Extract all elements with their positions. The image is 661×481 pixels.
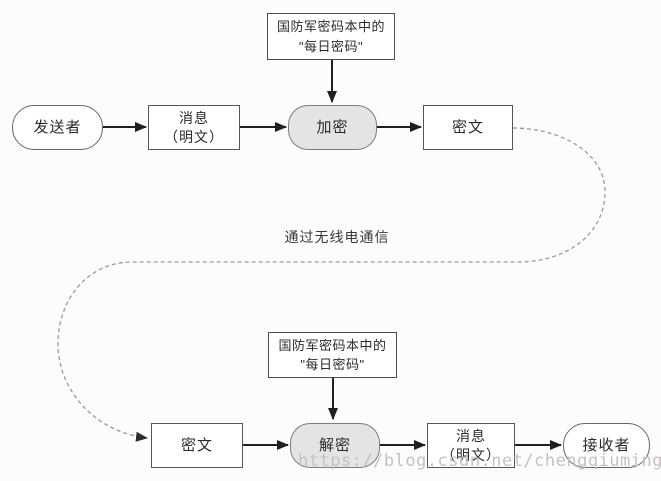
plaintext-message-node-top: 消息 （明文） [148, 105, 240, 150]
message-bottom-line2: （明文） [441, 446, 501, 463]
sender-node: 发送者 [12, 105, 103, 150]
ciphertext-label-bottom: 密文 [180, 436, 213, 454]
encrypt-label: 加密 [316, 118, 349, 136]
message-line2: （明文） [164, 128, 224, 145]
radio-transmission-dashed-path [57, 127, 606, 442]
receiver-label: 接收者 [582, 436, 631, 454]
receiver-node: 接收者 [563, 423, 650, 468]
csdn-watermark: https://blog.csdn.net/chengqiuming [298, 451, 661, 471]
sender-label: 发送者 [33, 118, 82, 136]
plaintext-message-node-bottom: 消息 （明文） [427, 423, 515, 468]
ciphertext-node-top: 密文 [423, 105, 513, 150]
ciphertext-label-top: 密文 [451, 118, 484, 136]
top-daily-key-line1: 国防军密码本中的 [276, 19, 385, 34]
decrypt-process-node: 解密 [290, 423, 380, 468]
bottom-daily-key-box: 国防军密码本中的 "每日密码" [268, 332, 397, 378]
bottom-daily-key-line2: "每日密码" [300, 357, 365, 372]
bottom-daily-key-line1: 国防军密码本中的 [278, 337, 387, 353]
message-bottom-line1: 消息 [456, 427, 486, 444]
radio-channel-label: 通过无线电通信 [284, 229, 390, 245]
top-daily-key-box: 国防军密码本中的 "每日密码" [267, 13, 395, 60]
decrypt-label: 解密 [318, 436, 351, 454]
message-line1: 消息 [179, 109, 209, 126]
ciphertext-node-bottom: 密文 [151, 423, 243, 468]
top-daily-key-line2: "每日密码" [298, 38, 364, 54]
encrypt-process-node: 加密 [288, 105, 377, 150]
